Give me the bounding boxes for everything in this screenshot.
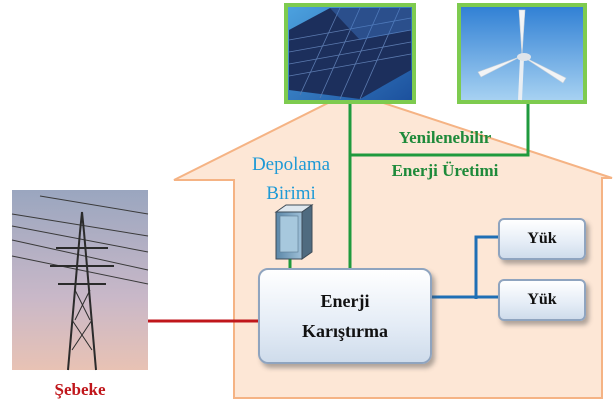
renewable-energy-label-line2: Enerji Üretimi: [391, 161, 499, 180]
load-box-1: Yük: [498, 218, 586, 260]
renewable-energy-label-line1: Yenilenebilir: [398, 128, 492, 147]
storage-cabinet-icon: [274, 204, 314, 260]
load-connection-lines: [430, 235, 498, 299]
load-box-2: Yük: [498, 279, 586, 321]
grid-label: Şebeke: [54, 380, 106, 399]
load-label-2: Yük: [527, 291, 557, 308]
energy-mixing-box: Enerji Karıştırma: [258, 268, 432, 364]
energy-mixing-label-line2: Karıştırma: [302, 321, 388, 341]
transmission-tower-image: [11, 190, 149, 371]
solar-panel-image: [284, 3, 416, 104]
storage-label-line2: Birimi: [266, 183, 316, 204]
energy-mixing-label-line1: Enerji: [320, 291, 370, 311]
wind-turbine-image: [457, 3, 587, 104]
load-label-1: Yük: [527, 230, 557, 247]
storage-label-line1: Depolama: [251, 154, 331, 175]
